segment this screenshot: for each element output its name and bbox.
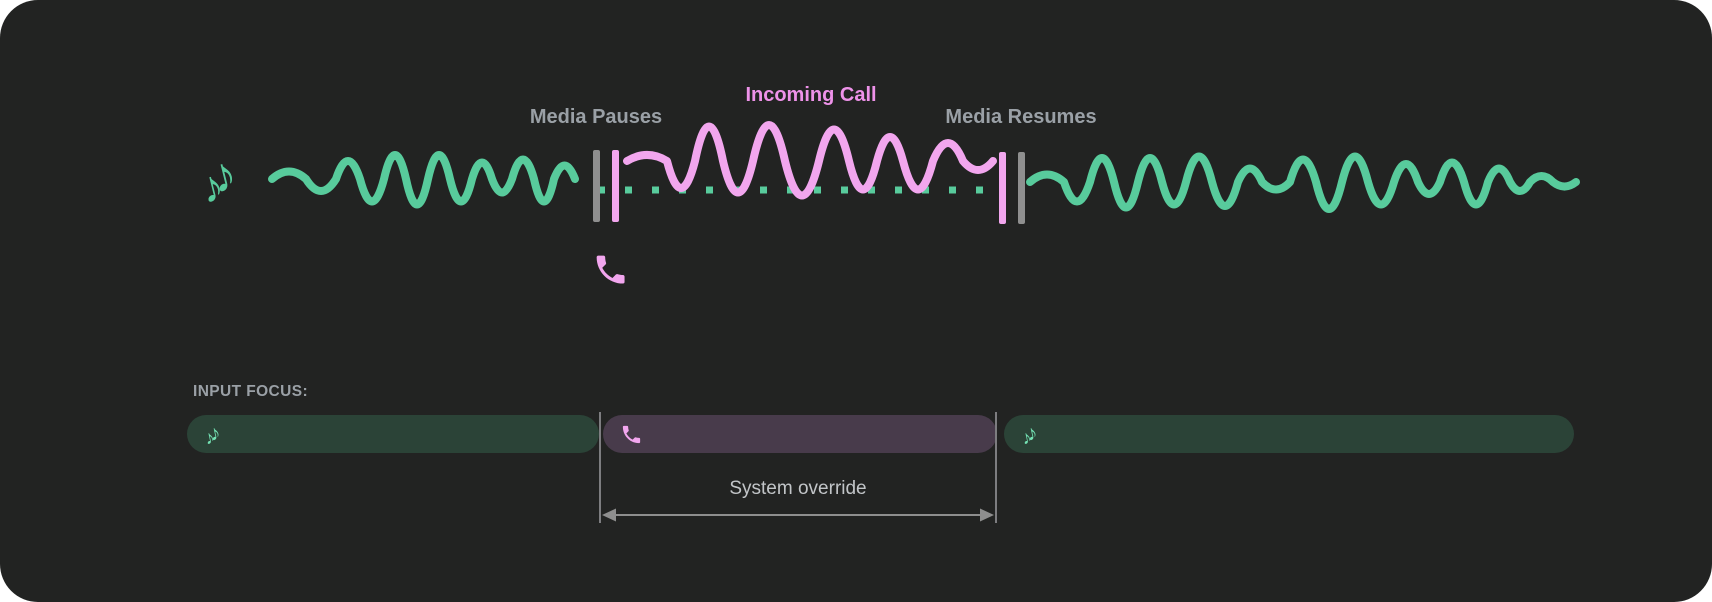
focus-segment-media-1: ♪ ♪ xyxy=(187,415,599,453)
override-guide-line-right xyxy=(995,412,997,523)
focus-segment-media-2: ♪ ♪ xyxy=(1004,415,1574,453)
media-waveform-left xyxy=(268,151,579,209)
system-override-arrow xyxy=(602,508,994,522)
incoming-call-label: Incoming Call xyxy=(745,84,877,106)
phone-icon xyxy=(596,255,625,284)
input-focus-label: INPUT FOCUS: xyxy=(193,383,309,400)
media-pauses-label: Media Pauses xyxy=(529,106,663,128)
music-notes-icon: ♪ ♪ xyxy=(203,421,222,449)
pause-marker-gray xyxy=(593,150,600,222)
resume-marker-gray xyxy=(1018,152,1025,224)
music-notes-icon: ♪ ♪ xyxy=(1020,421,1039,449)
system-override-label: System override xyxy=(729,478,867,499)
phone-icon xyxy=(622,425,641,443)
pause-marker-pink xyxy=(612,150,619,222)
focus-segment-call xyxy=(603,415,997,453)
call-waveform xyxy=(623,121,997,200)
resume-marker-pink xyxy=(999,152,1006,224)
music-notes-icon: ♪ ♪ xyxy=(196,147,242,214)
media-resumes-label: Media Resumes xyxy=(945,106,1097,128)
media-waveform-right xyxy=(1026,152,1580,213)
override-guide-line-left xyxy=(599,412,601,523)
